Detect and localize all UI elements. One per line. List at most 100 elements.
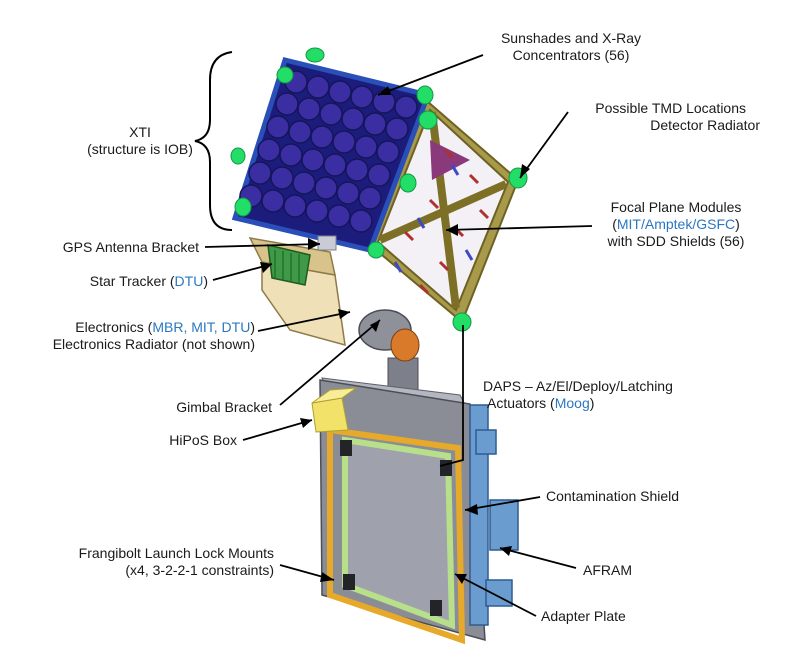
detector-radiator xyxy=(430,140,470,180)
leader-focal xyxy=(445,225,593,231)
focal-line3: with SDD Shields (56) xyxy=(607,233,745,249)
concentrator xyxy=(336,181,360,205)
afram-label: AFRAM xyxy=(583,562,632,578)
concentrator xyxy=(350,85,374,109)
gimbal-label: Gimbal Bracket xyxy=(176,399,272,415)
contamination-shield xyxy=(342,436,456,630)
contamination-label: Contamination Shield xyxy=(546,488,680,504)
concentrator xyxy=(248,161,272,185)
leader-adapter xyxy=(454,573,537,617)
concentrator xyxy=(349,209,373,233)
xti-brace xyxy=(194,51,233,231)
concentrator xyxy=(394,95,418,119)
gps-label: GPS Antenna Bracket xyxy=(62,239,199,255)
leader-hipos xyxy=(242,419,313,441)
afram-block xyxy=(475,429,497,455)
focal-vendors: MIT/Amptek/GSFC xyxy=(616,216,736,232)
concentrator xyxy=(305,199,329,223)
frangibolt-mount xyxy=(343,574,355,590)
sunshades-line1: Sunshades and X-Ray xyxy=(500,30,642,46)
frangibolt-line2: (x4, 3-2-2-1 constraints) xyxy=(125,562,274,578)
afram-rail xyxy=(469,404,489,626)
star-tracker-label: Star Tracker (DTU) xyxy=(89,273,208,289)
sdd-shields xyxy=(403,148,490,295)
tmd-marker xyxy=(418,110,438,130)
tmd-marker xyxy=(276,66,294,84)
concentrator xyxy=(354,135,378,159)
leader-gps xyxy=(204,243,321,248)
concentrator xyxy=(345,158,369,182)
frangibolt-line1: Frangibolt Launch Lock Mounts xyxy=(78,545,274,561)
xti-label: XTI (structure is IOB) xyxy=(70,124,210,158)
frangibolt-mount xyxy=(440,460,452,476)
hipos-front xyxy=(311,397,349,433)
tmd-line2: Detector Radiator xyxy=(650,117,760,133)
concentrator xyxy=(328,80,352,104)
tmd-label: Possible TMD Locations Detector Radiator xyxy=(560,100,760,134)
leader-electronics xyxy=(257,311,351,332)
concentrator xyxy=(288,120,312,144)
concentrator xyxy=(376,140,400,164)
concentrator xyxy=(301,148,325,172)
electronics-stack xyxy=(248,235,346,347)
focal-line1: Focal Plane Modules xyxy=(610,199,742,215)
electronics-line1: Electronics (MBR, MIT, DTU) xyxy=(75,319,255,335)
afram-block xyxy=(489,499,519,551)
arrowheads xyxy=(260,86,530,584)
tmd-marker xyxy=(416,85,434,105)
tmd-marker xyxy=(234,197,252,217)
side-brace-b xyxy=(378,180,508,244)
daps-vendor: Moog xyxy=(554,395,590,411)
tmd-marker xyxy=(452,312,472,332)
concentrator xyxy=(297,97,321,121)
hipos-box-drawing xyxy=(311,387,358,433)
focal-plane-label: Focal Plane Modules (MIT/Amptek/GSFC) wi… xyxy=(586,199,766,250)
concentrator xyxy=(327,204,351,228)
concentrator xyxy=(310,125,334,149)
leader-tmd xyxy=(519,111,569,179)
leader-gimbal xyxy=(279,319,381,406)
hipos-label: HiPoS Box xyxy=(169,432,237,448)
concentrator xyxy=(279,143,303,167)
leader-afram xyxy=(499,547,577,569)
leader-daps xyxy=(439,325,464,467)
concentrator xyxy=(332,130,356,154)
adapter-plate xyxy=(327,426,466,645)
concentrator xyxy=(358,186,382,210)
sunshades-label: Sunshades and X-Ray Concentrators (56) xyxy=(486,30,656,64)
concentrator xyxy=(266,115,290,139)
adapter-label: Adapter Plate xyxy=(541,608,626,624)
spacecraft-body xyxy=(319,377,486,645)
focal-line2: (MIT/Amptek/GSFC) xyxy=(612,216,740,232)
concentrator xyxy=(306,75,330,99)
frangibolt-mount xyxy=(340,440,352,456)
concentrator-array xyxy=(239,70,418,233)
leader-contamination xyxy=(464,496,541,511)
xti-instrument xyxy=(230,47,528,332)
concentrator xyxy=(367,163,391,187)
concentrator xyxy=(363,112,387,136)
electronics-radiator: Electronics Radiator (not shown) xyxy=(52,336,255,352)
concentrator xyxy=(341,107,365,131)
concentrator xyxy=(385,117,409,141)
concentrator xyxy=(275,92,299,116)
concentrator xyxy=(314,176,338,200)
gps-antenna-bracket xyxy=(317,235,337,251)
concentrator xyxy=(257,138,281,162)
az-actuator xyxy=(390,328,420,362)
tmd-marker xyxy=(230,147,246,165)
xti-line1: XTI xyxy=(129,124,151,140)
electronics-label: Electronics (MBR, MIT, DTU) Electronics … xyxy=(20,319,255,353)
sunshades-line2: Concentrators (56) xyxy=(512,47,630,63)
daps-line2: Actuators (Moog) xyxy=(487,395,595,411)
concentrator xyxy=(319,102,343,126)
concentrator xyxy=(270,166,294,190)
concentrator xyxy=(292,171,316,195)
concentrator xyxy=(261,189,285,213)
tmd-marker xyxy=(399,173,417,193)
daps-line1: DAPS – Az/El/Deploy/Latching xyxy=(483,378,673,394)
tmd-line1: Possible TMD Locations xyxy=(595,100,746,116)
concentrator xyxy=(323,153,347,177)
